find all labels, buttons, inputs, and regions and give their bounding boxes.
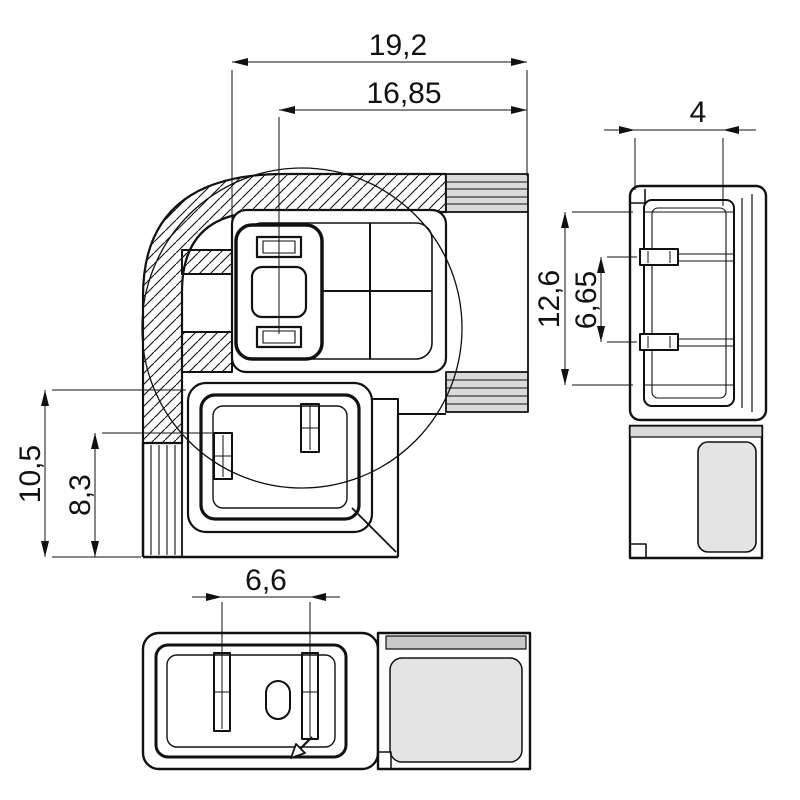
bottom-cavity (166, 654, 336, 748)
bottom-view (141, 631, 532, 771)
bottom-body-strip (385, 635, 527, 650)
dim-label-side-contact-pitch: 6,65 (570, 271, 603, 329)
side-lower-step (630, 543, 647, 558)
side-mating-face (643, 199, 735, 407)
shell-hatch-step-2 (181, 331, 233, 373)
dim-label-inner-width: 16,85 (366, 77, 441, 110)
dim-contact-depth (91, 432, 212, 557)
bottom-body-panel (389, 657, 523, 763)
dimension-lines (41, 58, 756, 668)
bottom-body-step (378, 751, 392, 769)
side-mating-face-inner (651, 207, 727, 399)
rib-block-bottom (445, 371, 529, 413)
dim-label-side-opening-height: 12,6 (533, 270, 566, 328)
dim-overall-width (231, 58, 528, 238)
right-step (372, 398, 446, 415)
dim-bottom-contact-pitch (192, 593, 340, 668)
socket-contact-right (300, 403, 320, 453)
dim-side-face-width (604, 126, 756, 206)
dim-label-side-face-width: 4 (690, 96, 707, 129)
front-section-view (141, 167, 529, 559)
dimension-labels: 19,2 16,85 4 12,6 6,65 10,5 8,3 6,6 (14, 29, 706, 597)
bottom-face-outline (141, 631, 380, 771)
keying-arrow (290, 736, 313, 759)
dim-side-contact-pitch (597, 256, 637, 343)
shell-hatch-step-1 (181, 249, 233, 275)
bottom-center-slot (265, 680, 291, 720)
side-lower-strip (629, 425, 763, 438)
socket-outline (186, 381, 374, 534)
side-contact-top (639, 248, 734, 266)
dim-label-contact-depth: 8,3 (64, 474, 97, 516)
side-contact-bottom (639, 333, 734, 351)
dim-inner-width (278, 106, 527, 334)
bottom-opening (154, 643, 348, 759)
rib-block-top (445, 173, 529, 213)
socket-opening (199, 393, 361, 521)
dim-label-socket-depth: 10,5 (14, 445, 47, 503)
side-lower-panel (697, 441, 757, 553)
side-head-outline (628, 184, 768, 422)
dim-label-bottom-contact-pitch: 6,6 (245, 564, 287, 597)
socket-front (186, 381, 374, 534)
dim-label-overall-width: 19,2 (369, 29, 427, 62)
dim-socket-depth (41, 389, 186, 558)
detail-circle (141, 167, 463, 489)
dim-side-opening-height (561, 211, 633, 386)
socket-contact-left (213, 432, 233, 480)
left-ribs (150, 445, 176, 555)
cable-gland-ribs (445, 173, 529, 413)
chamfer-line (351, 507, 397, 553)
side-view (628, 184, 768, 560)
